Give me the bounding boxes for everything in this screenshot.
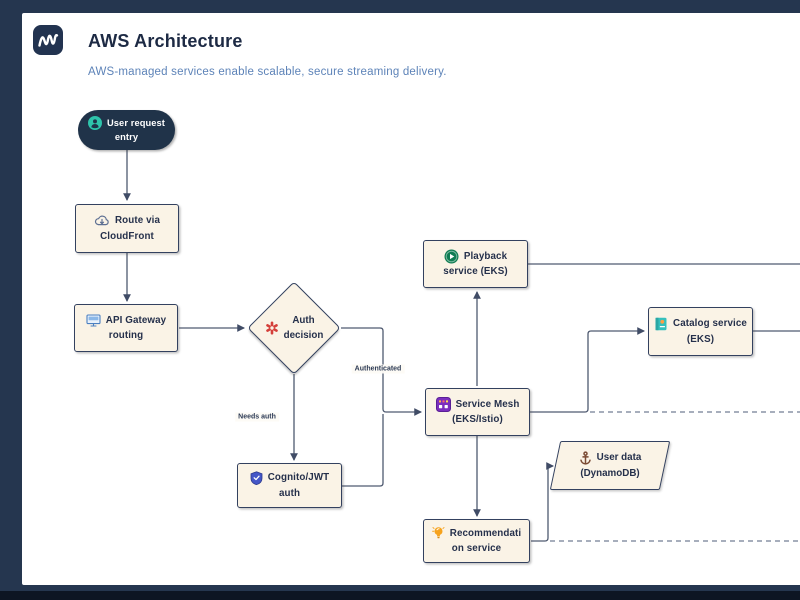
mermaid-logo: [33, 25, 63, 55]
anchor-icon: [579, 451, 592, 465]
node-auth-decision: Auth decision: [247, 281, 341, 375]
page-title: AWS Architecture: [88, 31, 243, 51]
node-label: Playback: [463, 250, 508, 262]
node-api-gateway: API Gateway routing: [74, 304, 178, 352]
node-label: Auth: [292, 314, 315, 326]
user-icon: [87, 115, 102, 130]
edge-recommendation-to-userdata: [531, 462, 555, 542]
monitor-icon: [86, 314, 101, 327]
dashed-edges: [550, 411, 800, 542]
node-label: decision: [283, 330, 324, 341]
node-label: (EKS/Istio): [452, 414, 503, 425]
node-user-data: User data (DynamoDB): [549, 441, 671, 490]
node-label: Service Mesh: [455, 398, 520, 410]
node-label: User data: [596, 452, 642, 464]
edge-label-authenticated: Authenticated: [351, 364, 405, 374]
node-route-cloudfront: Route via CloudFront: [75, 204, 179, 253]
node-label: auth: [278, 487, 301, 499]
node-label: CloudFront: [100, 230, 154, 242]
node-label: User request: [106, 117, 166, 128]
node-playback-service: Playback service (EKS): [423, 240, 528, 288]
node-label: service (EKS): [443, 266, 508, 277]
node-label: (DynamoDB): [580, 467, 640, 479]
node-label: routing: [108, 330, 144, 341]
node-label: on service: [451, 543, 502, 554]
edge-mesh-to-catalog: [530, 327, 646, 413]
node-label: Recommendati: [449, 527, 522, 539]
node-label: API Gateway: [105, 314, 167, 326]
node-label: entry: [114, 132, 139, 142]
page-subtitle: AWS-managed services enable scalable, se…: [88, 66, 447, 78]
edge-cognito-to-mesh: [342, 414, 384, 487]
book-icon: [654, 317, 668, 331]
cloud-download-icon: [94, 214, 110, 227]
diagram-canvas: [22, 13, 800, 585]
edge-label-needs-auth: Needs auth: [235, 412, 279, 422]
node-catalog-service: Catalog service (EKS): [648, 307, 753, 356]
node-label: Route via: [115, 215, 160, 227]
play-icon: [444, 249, 459, 264]
bulb-icon: [431, 526, 445, 540]
chip-icon: [435, 396, 451, 412]
node-user-request-entry: User request entry: [78, 110, 175, 150]
shield-icon: [250, 471, 263, 485]
node-label: Catalog service: [673, 318, 747, 330]
node-label: (EKS): [686, 333, 715, 345]
node-label: Cognito/JWT: [267, 472, 330, 484]
asterisk-icon: [265, 321, 279, 335]
node-service-mesh: Service Mesh (EKS/Istio): [425, 388, 530, 436]
node-recommendation-service: Recommendati on service: [423, 519, 530, 563]
bottom-strip: [0, 591, 800, 600]
node-cognito-jwt: Cognito/JWT auth: [237, 463, 342, 508]
